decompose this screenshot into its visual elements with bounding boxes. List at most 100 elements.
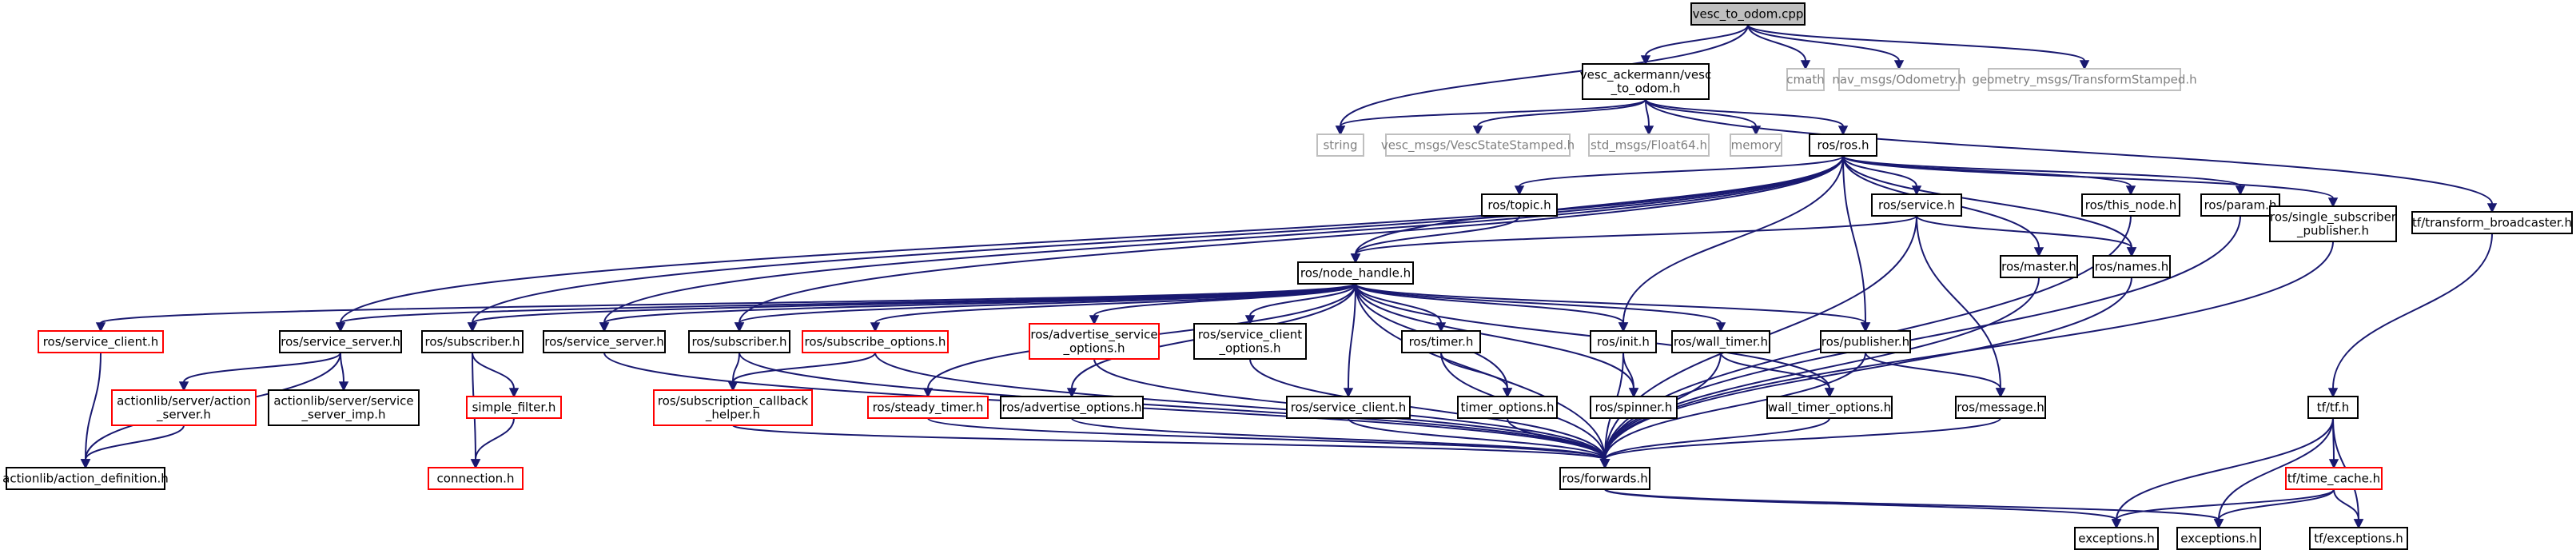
node-label: ros/steady_timer.h bbox=[873, 401, 984, 416]
node-string: string bbox=[1316, 134, 1364, 157]
node-timer-options-h[interactable]: timer_options.h bbox=[1457, 396, 1558, 419]
node-label: ros/wall_timer.h bbox=[1674, 335, 1768, 350]
node-time-cache-h[interactable]: tf/time_cache.h bbox=[2285, 467, 2383, 490]
node-connection-h[interactable]: connection.h bbox=[428, 467, 524, 490]
node-tf-exceptions-h[interactable]: tf/exceptions.h bbox=[2309, 527, 2408, 550]
edge-action_server_h-to-action_definition_h bbox=[80, 424, 185, 469]
node-label: ros/single_subscriber bbox=[2270, 210, 2397, 225]
node-exceptions-h-a[interactable]: exceptions.h bbox=[2074, 527, 2159, 550]
node-service-client-h-black[interactable]: ros/service_client.h bbox=[1286, 396, 1411, 419]
node-wall-timer-h[interactable]: ros/wall_timer.h bbox=[1671, 330, 1770, 353]
node-ros-h[interactable]: ros/ros.h bbox=[1809, 134, 1877, 157]
node-action-server-h[interactable]: actionlib/server/action_server.h bbox=[111, 389, 257, 426]
node-timer-h[interactable]: ros/timer.h bbox=[1401, 330, 1481, 353]
node-label: ros/topic.h bbox=[1487, 198, 1551, 213]
node-wall-timer-options-h[interactable]: wall_timer_options.h bbox=[1766, 396, 1893, 419]
node-single-sub-h[interactable]: ros/single_subscriber_publisher.h bbox=[2269, 205, 2397, 242]
node-label: exceptions.h bbox=[2078, 532, 2154, 546]
node-topic-h[interactable]: ros/topic.h bbox=[1481, 193, 1558, 217]
node-param-h[interactable]: ros/param.h bbox=[2200, 193, 2280, 217]
node-label: ros/service_client.h bbox=[1291, 401, 1407, 416]
node-label: wall_timer_options.h bbox=[1768, 401, 1891, 416]
node-vesc-to-odom-h[interactable]: vesc_ackermann/vesc_to_odom.h bbox=[1580, 63, 1711, 100]
node-tf-h[interactable]: tf/tf.h bbox=[2307, 396, 2359, 419]
node-subscriber-h-b[interactable]: ros/subscriber.h bbox=[688, 330, 790, 353]
node-label: ros/publisher.h bbox=[1822, 335, 1909, 349]
node-service-client-h-red[interactable]: ros/service_client.h bbox=[38, 330, 164, 353]
node-forwards-h[interactable]: ros/forwards.h bbox=[1559, 467, 1650, 490]
node-label: actionlib/server/service bbox=[273, 394, 413, 409]
node-label: ros/service_server.h bbox=[281, 335, 400, 350]
node-label: ros/service.h bbox=[1878, 198, 1955, 213]
node-label: _options.h bbox=[1062, 341, 1125, 357]
edge-forwards_h-to-exceptions_h_b bbox=[1604, 488, 2224, 529]
node-label: exceptions.h bbox=[2180, 532, 2256, 546]
node-label: ros/forwards.h bbox=[1562, 472, 1647, 486]
node-label: ros/this_node.h bbox=[2085, 198, 2176, 213]
edge-message_h-to-forwards_h bbox=[1599, 417, 2001, 469]
node-label: ros/advertise_service bbox=[1030, 328, 1157, 343]
node-master-h[interactable]: ros/master.h bbox=[2000, 255, 2078, 278]
node-label: _publisher.h bbox=[2296, 224, 2369, 239]
node-vesc-state: vesc_msgs/VescStateStamped.h bbox=[1381, 134, 1575, 157]
node-label: actionlib/action_definition.h bbox=[2, 472, 169, 487]
node-label: actionlib/server/action bbox=[117, 394, 251, 409]
edge-simple_filter_h-to-connection_h bbox=[470, 417, 515, 469]
edge-ros_h-to-param_h bbox=[1842, 155, 2246, 196]
node-subscribe-options-h[interactable]: ros/subscribe_options.h bbox=[802, 330, 949, 353]
node-service-server-imp-h[interactable]: actionlib/server/service_server_imp.h bbox=[268, 389, 420, 426]
node-simple-filter-h[interactable]: simple_filter.h bbox=[466, 396, 562, 419]
node-sub-callback-helper-h[interactable]: ros/subscription_callback_helper.h bbox=[653, 389, 813, 426]
edge-single_sub_h-to-forwards_h bbox=[1599, 241, 2334, 469]
node-advertise-service-options-h[interactable]: ros/advertise_service_options.h bbox=[1029, 323, 1160, 360]
node-memory: memory bbox=[1730, 134, 1782, 157]
node-label: ros/service_client.h bbox=[43, 335, 159, 350]
edge-node_handle_h-to-service_client_h_black bbox=[1343, 283, 1356, 398]
edge-vesc_to_odom_h-to-string bbox=[1335, 98, 1646, 136]
edge-node_handle_h-to-service_client_options_h bbox=[1244, 283, 1356, 325]
edge-subscribe_options_h-to-sub_callback_helper_h bbox=[727, 352, 876, 392]
node-subscriber-h-a[interactable]: ros/subscriber.h bbox=[421, 330, 524, 353]
node-float64: std_msgs/Float64.h bbox=[1588, 134, 1710, 157]
node-node-handle-h[interactable]: ros/node_handle.h bbox=[1297, 261, 1414, 285]
edge-vesc_to_odom_h-to-tf_broadcaster_h bbox=[1645, 98, 2498, 213]
edge-service_h-to-names_h bbox=[1916, 215, 2137, 257]
node-nav-msgs-odometry: nav_msgs/Odometry.h bbox=[1832, 68, 1966, 91]
node-label: geometry_msgs/TransformStamped.h bbox=[1972, 73, 2196, 88]
node-service-server-h-a[interactable]: ros/service_server.h bbox=[279, 330, 402, 353]
node-label: ros/param.h bbox=[2204, 198, 2277, 213]
node-label: string bbox=[1323, 138, 1357, 153]
node-label: ros/node_handle.h bbox=[1300, 266, 1411, 281]
node-message-h[interactable]: ros/message.h bbox=[1955, 396, 2046, 419]
node-tf-broadcaster-h[interactable]: tf/transform_broadcaster.h bbox=[2411, 211, 2573, 234]
node-names-h[interactable]: ros/names.h bbox=[2092, 255, 2171, 278]
node-publisher-h[interactable]: ros/publisher.h bbox=[1820, 330, 1911, 353]
node-service-server-h-b[interactable]: ros/service_server.h bbox=[543, 330, 666, 353]
edge-vesc_to_odom_h-to-float64 bbox=[1643, 98, 1654, 136]
node-vesc-to-odom-cpp[interactable]: vesc_to_odom.cpp bbox=[1690, 2, 1806, 26]
node-label: ros/service_client bbox=[1198, 328, 1302, 343]
node-label: ros/subscribe_options.h bbox=[805, 335, 946, 350]
node-action-definition-h[interactable]: actionlib/action_definition.h bbox=[2, 467, 169, 490]
node-spinner-h[interactable]: ros/spinner.h bbox=[1590, 396, 1678, 419]
node-label: tf/tf.h bbox=[2317, 401, 2350, 415]
edge-publisher_h-to-message_h bbox=[1865, 352, 2006, 398]
node-geometry-msgs-tf: geometry_msgs/TransformStamped.h bbox=[1972, 68, 2197, 91]
node-label: _helper.h bbox=[705, 408, 760, 423]
node-label: vesc_to_odom.cpp bbox=[1693, 7, 1804, 22]
node-advertise-options-h[interactable]: ros/advertise_options.h bbox=[1000, 396, 1144, 419]
node-steady-timer-h[interactable]: ros/steady_timer.h bbox=[867, 396, 989, 419]
node-label: tf/exceptions.h bbox=[2314, 532, 2403, 546]
edge-node_handle_h-to-advertise_service_options_h bbox=[1089, 283, 1356, 325]
node-exceptions-h-b[interactable]: exceptions.h bbox=[2176, 527, 2261, 550]
node-label: tf/transform_broadcaster.h bbox=[2412, 216, 2572, 231]
node-service-h[interactable]: ros/service.h bbox=[1871, 193, 1962, 217]
node-label: ros/master.h bbox=[2001, 260, 2076, 274]
edge-vesc_to_odom_h-to-vesc_state bbox=[1472, 98, 1646, 136]
node-label: connection.h bbox=[437, 472, 515, 486]
edge-vesc_to_odom_h-to-ros_h bbox=[1645, 98, 1849, 136]
node-this-node-h[interactable]: ros/this_node.h bbox=[2081, 193, 2180, 217]
edge-ros_h-to-publisher_h bbox=[1842, 155, 1871, 333]
node-init-h[interactable]: ros/init.h bbox=[1590, 330, 1657, 353]
node-service-client-options-h[interactable]: ros/service_client_options.h bbox=[1193, 323, 1307, 360]
